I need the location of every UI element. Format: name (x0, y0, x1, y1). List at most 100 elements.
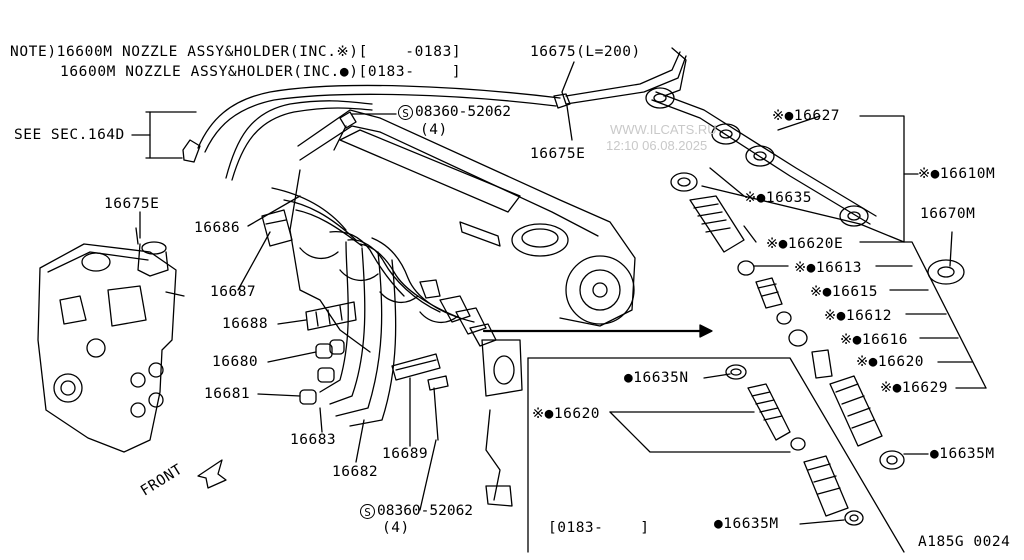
oil-filler-cap (511, 223, 569, 257)
engine-side-left (289, 169, 371, 353)
label-bolt-top-qty: (4) (420, 122, 448, 138)
note-line-2: 16600M NOZZLE ASSY&HOLDER(INC.●)[0183- ] (60, 64, 462, 80)
label-16681: 16681 (204, 386, 251, 402)
label-16670M: 16670M (920, 206, 976, 222)
overflow-hose-2b (231, 107, 373, 181)
intake-port-4 (419, 311, 459, 323)
leakoff-ring-2 (711, 123, 741, 145)
overflow-pipe-end-2 (565, 55, 687, 105)
pointer-arrow-head (699, 324, 713, 338)
label-16629: ※●16629 (880, 380, 949, 396)
bolt-head-top (339, 111, 357, 129)
label-16675E-left: 16675E (104, 196, 160, 212)
leakoff-pipe-lower (655, 91, 877, 217)
leakoff-ring-1-hole (653, 93, 667, 103)
leader-16687 (237, 231, 271, 291)
leader-16670M (949, 231, 953, 267)
label-16680: 16680 (212, 354, 259, 370)
pump-flange-hole-inner (60, 380, 76, 396)
engine-block-boss (485, 485, 513, 507)
inset-holder-thread (751, 391, 783, 421)
cam-cover (339, 129, 521, 213)
leader-16682 (355, 419, 365, 463)
watermark-site: WWW.ILCATS.RU (610, 122, 717, 137)
label-bolt-bottom-qty: (4) (382, 520, 410, 536)
leader-inset-16635M (799, 519, 845, 525)
leakoff-ring-3 (745, 145, 775, 167)
gasket-16635M-hole (886, 455, 898, 465)
injection-pipe-top-1 (271, 187, 347, 231)
leakoff-ring-4-hole (847, 211, 861, 221)
oil-filler-cap-inner (521, 228, 559, 248)
overflow-hose-inner (204, 93, 557, 153)
intake-port-2 (339, 269, 379, 281)
label-see-sec: SEE SEC.164D (14, 127, 125, 143)
leader-16620E (743, 225, 757, 243)
label-16687: 16687 (210, 284, 257, 300)
bracket-right-group (859, 241, 987, 389)
engine-block-edge (485, 409, 501, 501)
label-16686: 16686 (194, 220, 241, 236)
retaining-nut-thread (835, 383, 875, 429)
injection-pipe-down-2 (329, 247, 366, 405)
injection-pipe-top-3 (295, 209, 363, 247)
grommet-16680b (329, 339, 345, 355)
injection-pipe-down-4 (349, 259, 397, 427)
leakoff-ring-4 (839, 205, 869, 227)
label-16682: 16682 (332, 464, 379, 480)
nut-16635 (670, 172, 698, 192)
nut-16635-hole (677, 177, 691, 187)
pump-top-edge (47, 251, 149, 273)
leader-16681 (257, 393, 301, 397)
pump-top-port (81, 252, 111, 272)
gasket-16635M (879, 450, 905, 470)
label-16620E: ※●16620E (766, 236, 844, 252)
label-16612: ※●16612 (824, 308, 893, 324)
pump-side-stub (165, 291, 185, 297)
leakoff-ring-1 (645, 87, 675, 109)
leader-16688 (277, 319, 307, 325)
nozzle-4 (419, 279, 441, 299)
label-inset-range: [0183- ] (548, 520, 650, 536)
label-16689: 16689 (382, 446, 429, 462)
label-16635N: ●16635N (624, 370, 689, 386)
watermark-stamp: 12:10 06.08.2025 (606, 138, 708, 153)
label-16610M: ※●16610M (918, 166, 996, 182)
pump-top-fitting-cap (141, 241, 167, 255)
nozzle-holder-body (689, 195, 745, 253)
washer-16670M (927, 259, 965, 285)
leader-16635-a (701, 185, 905, 243)
label-16620: ※●16620 (856, 354, 925, 370)
note-line-1: NOTE)16600M NOZZLE ASSY&HOLDER(INC.※)[ -… (10, 44, 462, 60)
leader-16627 (777, 115, 821, 131)
leader-16635-b (709, 167, 745, 197)
label-16635: ※●16635 (744, 190, 813, 206)
label-bolt-bottom: 08360-52062 (377, 503, 474, 519)
label-16616: ※●16616 (840, 332, 909, 348)
pump-governor (107, 285, 147, 327)
clamp-16686-slot (265, 219, 287, 225)
grommet-16681b (299, 389, 317, 405)
nozzle-holder-thread (693, 203, 731, 233)
bolt-shank-bottom (433, 387, 439, 441)
pump-top-fitting (137, 243, 169, 277)
timing-pulley-outer (565, 255, 635, 325)
label-16613: ※●16613 (794, 260, 863, 276)
pump-outlet-4 (148, 392, 164, 408)
diagram-code: A185G 0024 (918, 534, 1011, 550)
front-arrow-icon (197, 459, 227, 489)
pump-overflow-pipe (135, 227, 139, 245)
overflow-hose-outer (197, 84, 561, 149)
hose-clip-left (182, 139, 201, 163)
overflow-hose-2a (225, 100, 373, 179)
timing-pulley-inner (579, 269, 621, 311)
injection-pipe-4 (371, 237, 475, 323)
grommet-16681a (317, 367, 335, 383)
leakoff-ring-3-hole (753, 151, 767, 161)
pump-outlet-2 (148, 362, 164, 378)
pin-16616 (788, 329, 808, 347)
screw-symbol-icon: S (398, 104, 413, 120)
